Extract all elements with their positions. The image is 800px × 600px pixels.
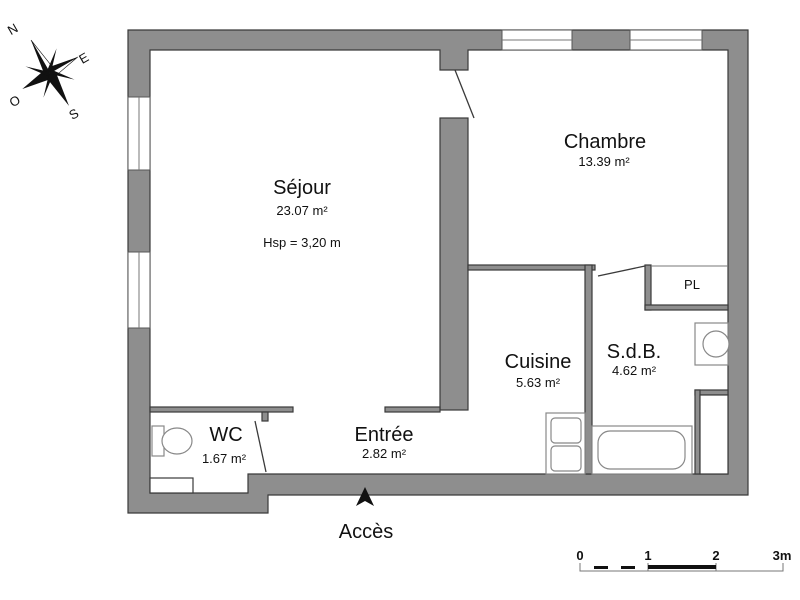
scale-bar: 0 1 2 3m <box>576 548 792 572</box>
interior-walls <box>149 117 729 475</box>
room-area: 1.67 m² <box>202 451 247 466</box>
wc-shelf <box>149 477 194 494</box>
scale-tick: 2 <box>712 548 719 563</box>
room-name: Cuisine <box>505 351 572 373</box>
scale-tick: 0 <box>576 548 583 563</box>
room-area: 5.63 m² <box>516 375 561 390</box>
room-sdb: S.d.B. 4.62 m² <box>607 341 661 378</box>
room-name: WC <box>209 424 242 446</box>
ceiling-height: Hsp = 3,20 m <box>263 235 341 250</box>
compass-south: S <box>66 105 81 122</box>
room-area: 2.82 m² <box>362 446 407 461</box>
room-cuisine: Cuisine 5.63 m² <box>505 351 572 390</box>
room-area: 13.39 m² <box>578 154 630 169</box>
compass-east: E <box>76 49 91 66</box>
room-area: 4.62 m² <box>612 363 657 378</box>
room-placard: PL <box>684 277 700 292</box>
room-chambre: Chambre 13.39 m² <box>564 131 646 169</box>
room-entree: Entrée 2.82 m² <box>355 424 414 461</box>
fixtures <box>149 322 730 494</box>
tall-cabinet <box>699 394 729 475</box>
scale-tick: 1 <box>644 548 651 563</box>
room-area: 23.07 m² <box>276 203 328 218</box>
compass-rose-icon <box>22 39 78 106</box>
room-wc: WC 1.67 m² <box>202 424 247 466</box>
room-name: Entrée <box>355 424 414 446</box>
room-name: S.d.B. <box>607 341 661 363</box>
room-name: Chambre <box>564 131 646 153</box>
exterior-walls <box>127 29 749 514</box>
scale-tick: 3m <box>773 548 792 563</box>
room-name: Séjour <box>273 177 331 199</box>
access-label: Accès <box>339 521 393 543</box>
access-arrow-icon <box>356 487 374 506</box>
compass-north: N <box>5 20 21 38</box>
windows <box>127 29 703 329</box>
doors <box>254 69 728 473</box>
room-sejour: Séjour 23.07 m² Hsp = 3,20 m <box>263 177 341 250</box>
compass-west: O <box>7 92 23 110</box>
toilet-bowl <box>161 427 193 455</box>
